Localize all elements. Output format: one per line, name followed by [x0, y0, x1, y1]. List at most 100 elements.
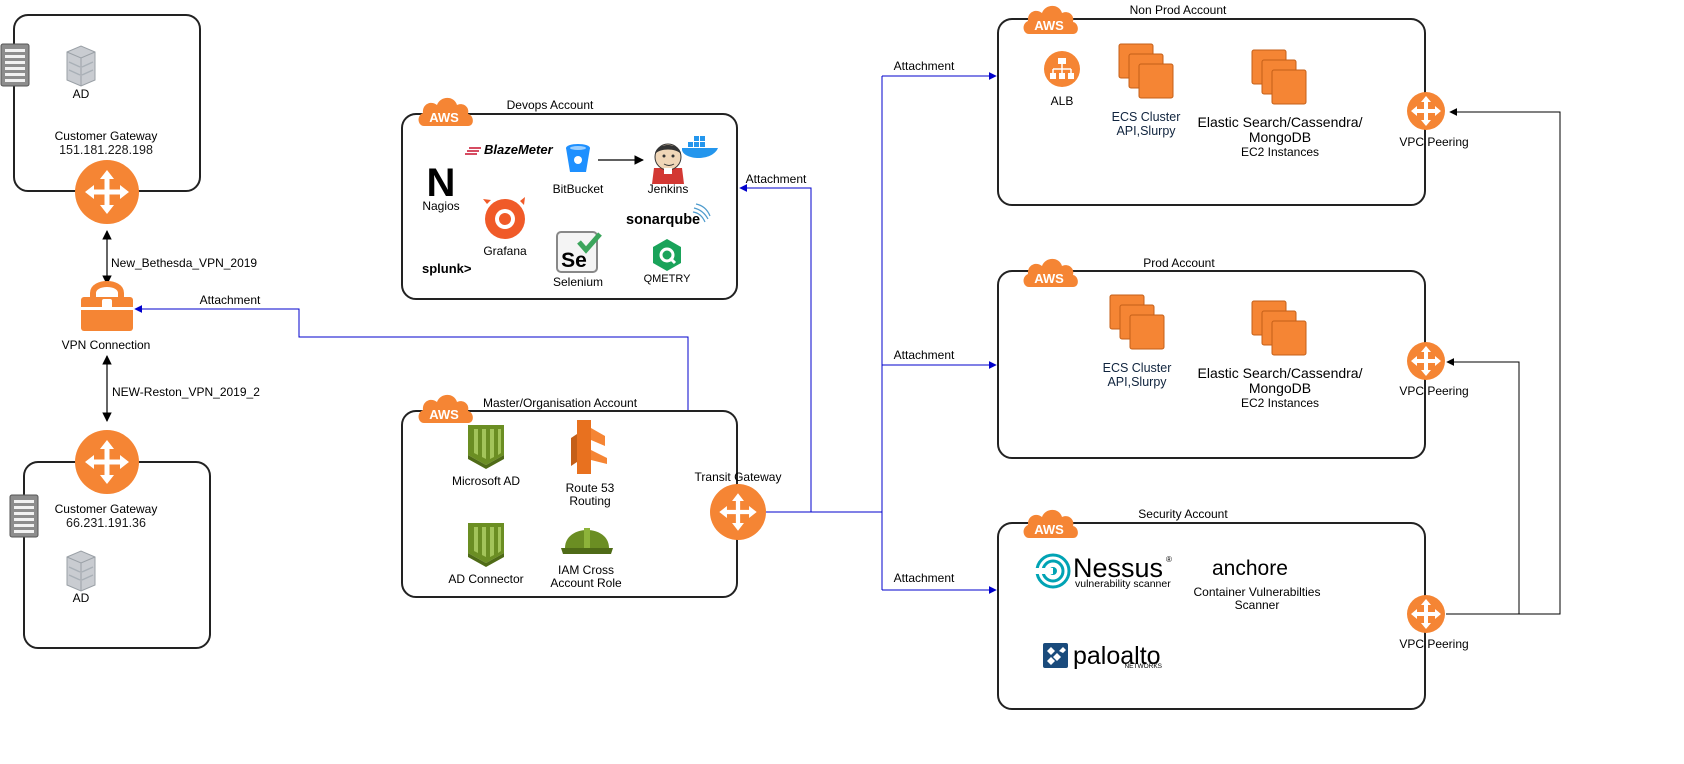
ad-connector-icon [468, 523, 504, 567]
ecs-cluster-label: ECS Cluster [1103, 361, 1172, 375]
security-attachment-label: Attachment [894, 571, 955, 585]
anchore-logo: anchore [1212, 557, 1288, 580]
jenkins-icon [652, 143, 684, 184]
qmetry-logo: QMETRY [644, 273, 692, 285]
alb-label: ALB [1051, 94, 1074, 108]
nonprod-account-title: Non Prod Account [1130, 3, 1227, 17]
prod-attachment-label: Attachment [894, 348, 955, 362]
grafana-label: Grafana [483, 244, 527, 258]
iam-label: IAM Cross [558, 563, 614, 577]
vpc-peering-label: VPC Peering [1399, 637, 1468, 651]
vpc-peering-icon[interactable] [1407, 342, 1445, 380]
svg-text:AWS: AWS [429, 407, 459, 422]
docker-whale-icon [682, 136, 718, 158]
ad-label: AD [73, 87, 90, 101]
grafana-icon [483, 197, 525, 239]
route53-label: Routing [569, 494, 610, 508]
aws-cloud-icon: AWS [1023, 509, 1078, 538]
alb-icon [1044, 51, 1080, 87]
ecs-cluster-label: API,Slurpy [1116, 124, 1176, 138]
customer-gateway-bottom-icon[interactable] [75, 430, 139, 494]
container-scanner-label: Container Vulnerabilties [1194, 585, 1321, 599]
transit-gateway-label: Transit Gateway [695, 470, 782, 484]
customer-gateway-top-icon[interactable] [75, 160, 139, 224]
devops-account-title: Devops Account [507, 98, 594, 112]
ecs-cluster-label: ECS Cluster [1112, 110, 1181, 124]
customer-gateway-label: Customer Gateway [55, 129, 158, 143]
blazemeter-icon [465, 147, 481, 155]
microsoft-ad-icon [468, 425, 504, 469]
nessus-subtitle: vulnerability scanner [1075, 578, 1171, 590]
vpn-connection-icon[interactable] [81, 281, 133, 331]
vpc-peering-label: VPC Peering [1399, 384, 1468, 398]
qmetry-icon [653, 239, 681, 271]
server-rack-icon [9, 494, 39, 538]
route53-icon [571, 420, 607, 474]
ad-server-icon [66, 45, 96, 87]
splunk-logo: splunk> [422, 261, 472, 276]
master-account-title: Master/Organisation Account [483, 396, 638, 410]
container-scanner-label: Scanner [1235, 598, 1280, 612]
server-rack-icon [0, 43, 30, 87]
transit-gateway-icon[interactable] [710, 484, 766, 540]
vpc-peering-to-prod-line [1446, 358, 1520, 614]
vpn-attachment-line [134, 305, 689, 512]
aws-cloud-icon: AWS [1023, 5, 1078, 34]
iam-hardhat-icon [561, 528, 613, 554]
aws-cloud-icon: AWS [418, 394, 473, 423]
devops-attachment-label: Attachment [746, 172, 807, 186]
selenium-icon: Se [556, 231, 602, 273]
customer-gateway-ip: 151.181.228.198 [59, 143, 153, 157]
security-account-title: Security Account [1138, 507, 1228, 521]
vpc-peering-label: VPC Peering [1399, 135, 1468, 149]
vpc-peering-icon[interactable] [1407, 595, 1445, 633]
paloalto-subtitle: NETWORKS [1124, 663, 1162, 670]
customer-gateway-ip: 66.231.191.36 [66, 516, 146, 530]
elastic-search-label: Elastic Search/Cassendra/ [1198, 365, 1363, 381]
nonprod-account-box [997, 18, 1426, 206]
elastic-search-label: Elastic Search/Cassendra/ [1198, 114, 1363, 130]
vpn-connection-label: VPN Connection [62, 338, 151, 352]
ec2-instances-label: EC2 Instances [1241, 396, 1319, 410]
sonarqube-wave-icon [692, 203, 711, 223]
vpn-attachment-label: Attachment [200, 293, 261, 307]
vpc-peering-icon[interactable] [1407, 92, 1445, 130]
iam-label: Account Role [550, 576, 622, 590]
customer-gateway-label: Customer Gateway [55, 502, 158, 516]
svg-text:AWS: AWS [1034, 271, 1064, 286]
nessus-registered-mark: ® [1166, 555, 1172, 564]
paloalto-icon [1043, 643, 1068, 668]
nagios-icon: N [427, 161, 456, 205]
vpn-bottom-label: NEW-Reston_VPN_2019_2 [112, 385, 260, 399]
security-account-box [997, 522, 1426, 710]
jenkins-label: Jenkins [648, 182, 689, 196]
ecs-cluster-label: API,Slurpy [1107, 375, 1167, 389]
ad-server-icon [66, 550, 96, 592]
svg-text:AWS: AWS [429, 110, 459, 125]
nessus-logo: Nessus [1073, 553, 1163, 583]
bitbucket-icon [566, 144, 590, 172]
devops-attachment-line [739, 184, 812, 513]
ad-connector-label: AD Connector [448, 572, 523, 586]
nessus-swirl-icon [1035, 553, 1071, 589]
paloalto-logo: paloalto [1073, 642, 1161, 670]
svg-text:AWS: AWS [1034, 18, 1064, 33]
elastic-search-label: MongoDB [1249, 129, 1311, 145]
nagios-label: Nagios [422, 199, 459, 213]
selenium-label: Selenium [553, 275, 603, 289]
prod-account-title: Prod Account [1143, 256, 1215, 270]
vpc-peering-to-nonprod-line [1446, 108, 1561, 615]
blazemeter-logo: BlazeMeter [484, 142, 554, 157]
microsoft-ad-label: Microsoft AD [452, 474, 520, 488]
ad-label: AD [73, 591, 90, 605]
vpn-top-label: New_Bethesda_VPN_2019 [111, 256, 257, 270]
bitbucket-label: BitBucket [553, 182, 604, 196]
aws-cloud-icon: AWS [1023, 258, 1078, 287]
svg-text:AWS: AWS [1034, 522, 1064, 537]
ec2-instances-label: EC2 Instances [1241, 145, 1319, 159]
nonprod-attachment-label: Attachment [894, 59, 955, 73]
svg-text:Se: Se [561, 249, 587, 272]
sonarqube-logo: sonarqube [626, 212, 700, 228]
route53-label: Route 53 [566, 481, 615, 495]
